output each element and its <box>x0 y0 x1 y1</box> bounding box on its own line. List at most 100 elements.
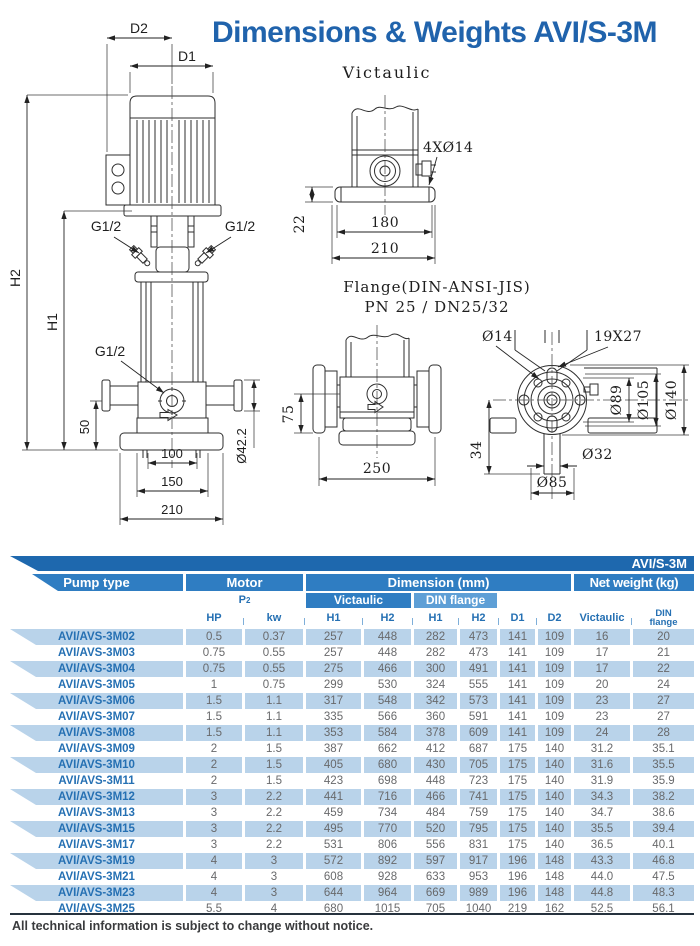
cell-din-h2: 989 <box>460 885 497 901</box>
cell-pump-type: AVI/AVS-3M17 <box>58 839 135 851</box>
flow-arrow-icon <box>159 408 178 422</box>
header-dimension: Dimension (mm) <box>306 574 571 591</box>
dim-label-dia89: Ø89 <box>609 385 625 416</box>
cell-d2: 140 <box>538 757 571 773</box>
cell-din-h2: 741 <box>460 789 497 805</box>
cell-d2: 109 <box>538 661 571 677</box>
table-row: AVI/AVS-3M06 1.5 1.1 317 548 342 573 141… <box>10 693 694 709</box>
cell-victaulic-h1: 423 <box>323 775 344 787</box>
cell-din-h2: 491 <box>460 661 497 677</box>
cell-victaulic-h2: 448 <box>364 629 411 645</box>
cell-din-h1: 430 <box>414 757 457 773</box>
cell-kw: 3 <box>245 885 303 901</box>
cell-d2: 140 <box>544 807 565 819</box>
din-line2: flange <box>649 617 678 628</box>
cell-d1: 175 <box>507 807 528 819</box>
cell-hp: 1 <box>210 679 218 691</box>
port-label-g12-right: G1/2 <box>225 218 256 234</box>
cell-weight-din: 46.8 <box>633 853 694 869</box>
cell-kw: 1.1 <box>245 725 303 741</box>
dim-label-d2: D2 <box>130 20 148 36</box>
col-label-h1-victaulic: H1 <box>304 608 361 628</box>
cell-pump-type: AVI/AVS-3M05 <box>58 679 135 691</box>
cell-d1: 196 <box>500 853 535 869</box>
p2-base: P <box>238 594 246 606</box>
cell-weight-victaulic: 17 <box>595 647 609 659</box>
cell-weight-victaulic: 44.8 <box>574 885 630 901</box>
cell-d1: 141 <box>500 629 535 645</box>
port-label-g12-drain: G1/2 <box>95 343 126 359</box>
cell-weight-din: 20 <box>633 629 694 645</box>
cell-victaulic-h2: 698 <box>377 775 398 787</box>
flange-note-line1: Flange(DIN-ANSI-JIS) <box>343 278 531 296</box>
flange-front-drawing: 75 250 <box>281 325 442 486</box>
dim-label-h1: H1 <box>44 313 60 331</box>
table-row: AVI/AVS-3M17 3 2.2 531 806 556 831 175 1… <box>10 837 694 853</box>
cell-d2: 109 <box>538 693 571 709</box>
cell-weight-victaulic: 17 <box>574 661 630 677</box>
page-title: Dimensions & Weights AVI/S-3M <box>212 16 658 49</box>
cell-weight-victaulic: 31.2 <box>590 743 614 755</box>
cell-din-h1: 342 <box>414 693 457 709</box>
cell-d1: 196 <box>500 885 535 901</box>
dim-label-dia85: Ø85 <box>537 475 568 491</box>
dim-label-75: 75 <box>281 405 297 424</box>
cell-kw: 1.5 <box>266 775 282 787</box>
cell-victaulic-h1: 257 <box>323 647 344 659</box>
cell-victaulic-h2: 548 <box>364 693 411 709</box>
flange-note: Flange(DIN-ANSI-JIS) PN 25 / DN25/32 <box>343 278 531 316</box>
cell-pump-type: AVI/AVS-3M10 <box>10 757 183 773</box>
cell-d1: 175 <box>507 743 528 755</box>
cell-kw: 1.5 <box>266 743 282 755</box>
subheader-victaulic: Victaulic <box>306 593 411 608</box>
g12-fitting-right <box>194 244 217 267</box>
cell-pump-type: AVI/AVS-3M25 <box>58 903 135 915</box>
cell-victaulic-h1: 459 <box>323 807 344 819</box>
table-row: AVI/AVS-3M02 0.5 0.37 257 448 282 473 14… <box>10 629 694 645</box>
cell-victaulic-h2: 466 <box>364 661 411 677</box>
cell-victaulic-h1: 257 <box>306 629 361 645</box>
cell-d2: 109 <box>544 679 565 691</box>
cell-hp: 2 <box>210 743 218 755</box>
cell-victaulic-h2: 530 <box>377 679 398 691</box>
cell-weight-victaulic: 31.6 <box>574 757 630 773</box>
cell-victaulic-h1: 644 <box>306 885 361 901</box>
cell-din-h1: 597 <box>414 853 457 869</box>
pump-front-drawing: D2 D1 H2 H1 50 Ø42.2 100 150 <box>7 20 260 525</box>
cell-d1: 141 <box>500 661 535 677</box>
cell-weight-victaulic: 52.5 <box>590 903 614 915</box>
cell-pump-type: AVI/AVS-3M21 <box>58 871 135 883</box>
port-label-g12-left: G1/2 <box>91 218 122 234</box>
cell-din-h1: 633 <box>425 871 446 883</box>
cell-victaulic-h1: 353 <box>306 725 361 741</box>
cell-din-h2: 687 <box>468 743 489 755</box>
cell-victaulic-h2: 892 <box>364 853 411 869</box>
cell-kw: 3 <box>245 853 303 869</box>
cell-weight-victaulic: 23 <box>595 711 609 723</box>
cell-d2: 109 <box>538 629 571 645</box>
table-row: AVI/AVS-3M10 2 1.5 405 680 430 705 175 1… <box>10 757 694 773</box>
cell-kw: 2.2 <box>245 789 303 805</box>
cell-kw: 2.2 <box>266 839 282 851</box>
table-row: AVI/AVS-3M19 4 3 572 892 597 917 196 148… <box>10 853 694 869</box>
cell-victaulic-h1: 441 <box>306 789 361 805</box>
col-label-spacer <box>10 608 183 628</box>
clamp-bolt <box>415 160 436 177</box>
p2-sub: 2 <box>245 596 251 605</box>
table-row: AVI/AVS-3M11 2 1.5 423 698 448 723 175 1… <box>10 773 694 789</box>
dimensions-table: AVI/S-3M Pump type Motor Dimension (mm) … <box>10 556 694 917</box>
dim-label-34: 34 <box>469 441 485 460</box>
din-line1: DIN <box>655 608 672 619</box>
terminal-box <box>105 154 131 206</box>
cell-d2: 140 <box>544 743 565 755</box>
cell-pump-type: AVI/AVS-3M09 <box>58 743 135 755</box>
cell-d1: 141 <box>500 693 535 709</box>
cell-d1: 175 <box>500 821 535 837</box>
table-row: AVI/AVS-3M15 3 2.2 495 770 520 795 175 1… <box>10 821 694 837</box>
technical-drawings: D2 D1 H2 H1 50 Ø42.2 100 150 <box>7 20 690 525</box>
cell-din-h1: 282 <box>414 629 457 645</box>
footer-divider <box>10 913 694 915</box>
